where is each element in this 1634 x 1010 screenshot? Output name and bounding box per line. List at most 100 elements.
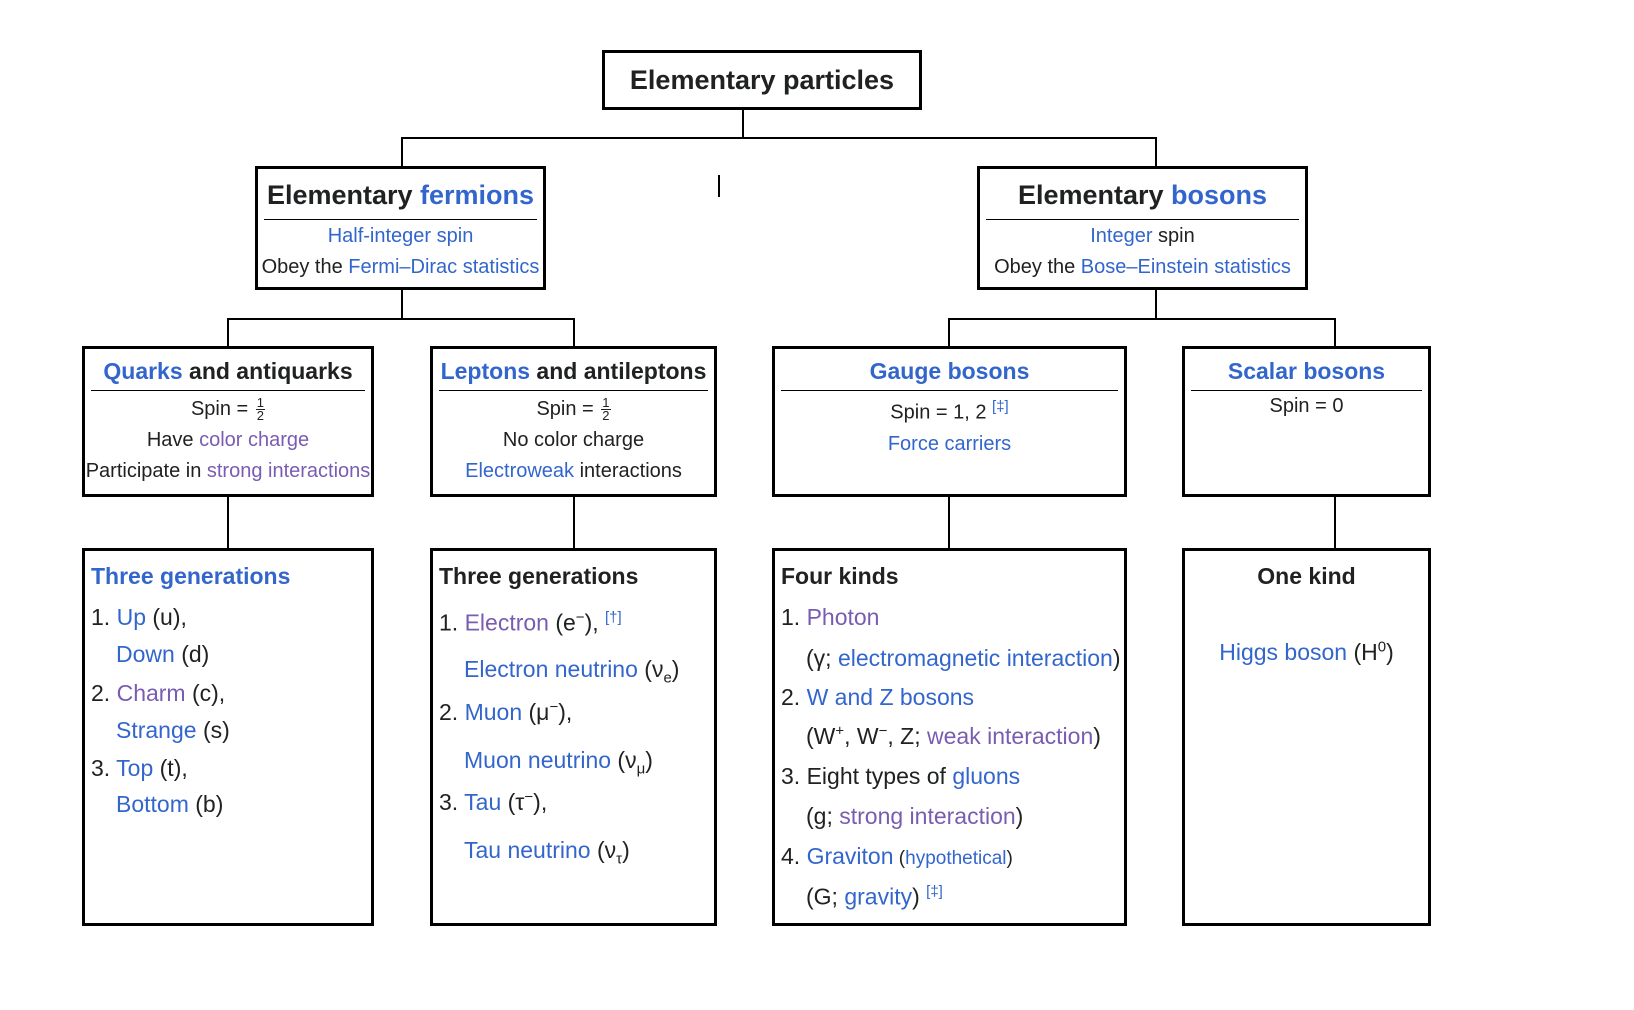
bosons-box: Elementary bosons Integer spin Obey the … [977, 166, 1308, 290]
gravity-link[interactable]: gravity [844, 883, 913, 910]
quarks-title: Quarks and antiquarks [103, 358, 353, 384]
connector-bosons-horizontal [948, 318, 1336, 320]
connector-leptons-up [573, 318, 575, 348]
list-item: Bottom (b) [116, 791, 224, 817]
list-item: 1. Photon [781, 604, 880, 630]
list-item: 2. Muon (μ−), [439, 698, 573, 725]
electromagnetic-interaction-link[interactable]: electromagnetic interaction [837, 645, 1113, 671]
w-z-bosons-link[interactable]: W and Z bosons [806, 684, 975, 710]
fermions-title: Elementary fermions [266, 180, 535, 210]
strong-interactions-link[interactable]: strong interactions [206, 460, 371, 482]
half-integer-spin-link[interactable]: Half-integer spin [327, 225, 474, 247]
footnote-double-dagger[interactable]: [‡] [992, 398, 1009, 415]
fermions-stats: Obey the Fermi–Dirac statistics [261, 256, 540, 278]
connector-fermions-horizontal [227, 318, 575, 320]
connector-quarks-up [227, 318, 229, 348]
quark-generations-box: Three generations 1. Up (u), Down (d) 2.… [82, 548, 374, 926]
list-item: 3. Tau (τ−), [439, 788, 548, 815]
quarks-link[interactable]: Quarks [103, 358, 183, 384]
fermions-link[interactable]: fermions [420, 180, 535, 210]
color-charge-link[interactable]: color charge [199, 429, 310, 451]
gauge-divider [781, 390, 1118, 391]
list-item: 1. Electron (e−), [†] [439, 609, 622, 636]
list-item: 2. Charm (c), [91, 680, 226, 706]
electron-link[interactable]: Electron [464, 609, 549, 636]
integer-spin-link[interactable]: Integer [1090, 225, 1153, 247]
force-carriers-link[interactable]: Force carriers [887, 432, 1012, 455]
connector-fermions-up [401, 137, 403, 168]
lepton-generations-box: Three generations 1. Electron (e−), [†] … [430, 548, 717, 926]
electron-neutrino-link[interactable]: Electron neutrino [464, 656, 638, 682]
bosons-link[interactable]: bosons [1171, 180, 1268, 210]
lepton-generations-title: Three generations [439, 563, 639, 589]
down-quark-link[interactable]: Down [116, 641, 175, 667]
list-item: (G; gravity) [‡] [806, 883, 943, 910]
list-item: (g; strong interaction) [806, 803, 1024, 829]
fermi-dirac-link[interactable]: Fermi–Dirac statistics [348, 256, 540, 278]
quark-generations-title[interactable]: Three generations [91, 563, 291, 589]
list-item: Electron neutrino (νe) [464, 656, 680, 687]
footnote-double-dagger[interactable]: [‡] [926, 883, 943, 900]
scalar-divider [1191, 390, 1422, 391]
list-item: 1. Up (u), [91, 604, 187, 630]
bottom-quark-link[interactable]: Bottom [116, 791, 189, 817]
list-item: Muon neutrino (νμ) [464, 747, 653, 778]
quarks-interactions: Participate in strong interactions [85, 460, 371, 482]
gauge-kinds-title: Four kinds [781, 563, 899, 589]
fermions-divider [264, 219, 537, 220]
strong-interaction-link[interactable]: strong interaction [839, 803, 1016, 829]
higgs-boson-link[interactable]: Higgs boson [1219, 639, 1348, 665]
up-quark-link[interactable]: Up [116, 604, 146, 630]
hypothetical-link[interactable]: hypothetical [905, 848, 1007, 869]
bose-einstein-link[interactable]: Bose–Einstein statistics [1080, 256, 1291, 278]
list-item: 4. Graviton (hypothetical) [781, 843, 1013, 869]
connector-leptons-down [573, 495, 575, 550]
quarks-divider [91, 390, 365, 391]
strange-quark-link[interactable]: Strange [116, 717, 197, 743]
gauge-kinds-box: Four kinds 1. Photon (γ; electromagnetic… [772, 548, 1127, 926]
leptons-divider [439, 390, 708, 391]
scalar-bosons-link[interactable]: Scalar bosons [1227, 358, 1386, 384]
gauge-bosons-link[interactable]: Gauge bosons [869, 358, 1030, 384]
bosons-divider [986, 219, 1299, 220]
tau-neutrino-link[interactable]: Tau neutrino [464, 837, 591, 863]
leptons-charge: No color charge [502, 429, 645, 451]
connector-root-down [742, 108, 744, 138]
top-quark-link[interactable]: Top [116, 755, 154, 781]
list-item: Down (d) [116, 641, 210, 667]
list-item: (W+, W−, Z; weak interaction) [806, 722, 1101, 749]
electroweak-link[interactable]: Electroweak [465, 460, 575, 482]
scalar-kinds-title: One kind [1257, 563, 1356, 589]
leptons-link[interactable]: Leptons [440, 358, 531, 384]
muon-neutrino-link[interactable]: Muon neutrino [464, 747, 612, 773]
list-item: Tau neutrino (ντ) [464, 837, 630, 868]
weak-interaction-link[interactable]: weak interaction [927, 723, 1094, 749]
stray-mark [718, 175, 720, 197]
muon-link[interactable]: Muon [464, 699, 523, 725]
connector-scalar-up [1334, 318, 1336, 348]
footnote-dagger[interactable]: [†] [605, 609, 622, 626]
list-item: (γ; electromagnetic interaction) [806, 645, 1121, 671]
leptons-interactions: Electroweak interactions [465, 460, 682, 482]
photon-link[interactable]: Photon [806, 604, 880, 630]
scalar-box: Scalar bosons Spin = 0 [1182, 346, 1431, 497]
charm-quark-link[interactable]: Charm [116, 680, 186, 706]
gluons-link[interactable]: gluons [952, 763, 1021, 789]
bosons-title: Elementary bosons [1017, 180, 1268, 210]
gauge-box: Gauge bosons Spin = 1, 2 [‡] Force carri… [772, 346, 1127, 497]
bosons-spin: Integer spin [1090, 225, 1195, 247]
connector-bosons-up [1155, 137, 1157, 168]
list-item: Higgs boson (H0) [1219, 638, 1394, 665]
bosons-stats: Obey the Bose–Einstein statistics [994, 256, 1291, 278]
fermions-box: Elementary fermions Half-integer spin Ob… [255, 166, 546, 290]
graviton-link[interactable]: Graviton [806, 843, 894, 869]
list-item: 3. Top (t), [91, 755, 188, 781]
scalar-spin: Spin = 0 [1269, 395, 1344, 417]
root-box: Elementary particles [602, 50, 922, 110]
list-item: 2. W and Z bosons [781, 684, 975, 710]
tau-link[interactable]: Tau [464, 789, 502, 815]
